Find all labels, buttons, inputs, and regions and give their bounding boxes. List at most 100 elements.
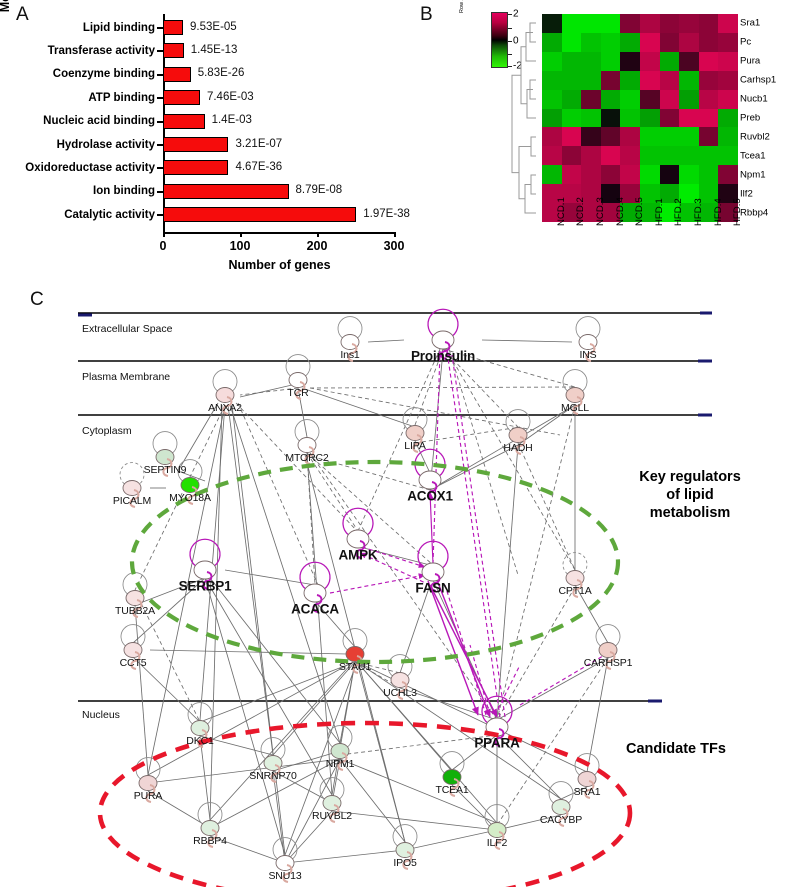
legend-gradient-bar [491,12,508,68]
heatmap-cell [620,89,640,109]
heatmap-cell [620,127,640,147]
heatmap-cell [620,165,640,185]
node-label-ins: INS [579,349,597,361]
node-label-tubb2a: TUBB2A [115,605,155,617]
annotation-candidate-tfs: Candidate TFs [626,741,726,757]
node-hadh[interactable] [505,409,531,455]
node-label-ilf2: ILF2 [486,837,508,849]
node-mtorc2[interactable] [294,419,320,465]
legend-title: Row Z-Score [459,0,465,13]
heatmap-cell [718,184,738,204]
node-ins[interactable] [575,316,601,362]
heatmap-row-label: Ruvbl2 [740,131,770,143]
legend-label-max: 2 [513,8,519,20]
annot-line: of lipid [666,487,714,503]
heatmap-row-label: Nucb1 [740,93,768,105]
bar [163,207,357,223]
self-loop [187,702,213,725]
compartment-label: Plasma Membrane [82,371,171,383]
node-shape [193,560,217,580]
node-tcr[interactable] [285,354,311,400]
heatmap-cell [581,70,601,90]
heatmap-cell [679,108,699,128]
node-anxa2[interactable] [212,369,238,415]
node-ins1[interactable] [337,316,363,362]
y-axis-tick [157,97,163,100]
node-uchl3[interactable] [387,654,413,700]
heatmap-cell [640,146,660,166]
node-lipa[interactable] [402,407,428,453]
panel-c-letter: C [30,289,44,310]
category-label: Catalytic activity [64,208,155,221]
node-label-rbbp4: RBBP4 [193,835,227,847]
heatmap-cell [561,165,582,185]
heatmap-cell [659,203,680,222]
heatmap-cell [679,14,699,33]
heatmap-cell [640,70,660,90]
enzyme-glyph [440,341,451,360]
enzyme-glyph [222,396,233,415]
category-label: Nucleic acid binding [43,115,155,128]
heatmap-cell [698,108,719,128]
x-axis-tick-label: 300 [383,239,405,253]
heatmap-cell [600,70,621,90]
y-axis-tick [157,167,163,170]
node-label-lipa: LIPA [404,440,426,452]
heatmap-cell [600,146,621,166]
pvalue-label: 9.53E-05 [190,20,237,33]
heatmap-cell [581,127,601,147]
pvalue-label: 7.46E-03 [206,90,254,103]
node-label-ruvbl2: RUVBL2 [312,810,352,822]
x-axis-tick-label: 200 [306,239,328,253]
heatmap-column-label: HFD.1 [653,198,665,226]
pvalue-label: 1.4E-03 [211,114,252,127]
heatmap-row-label: Carhsp1 [740,74,777,86]
heatmap-cell [679,146,699,166]
heatmap-cell [718,89,738,109]
bar [163,43,184,59]
node-proinsulin[interactable] [427,308,459,360]
panel-b-letter: B [420,4,433,25]
enzyme-glyph [412,434,423,453]
node-label-acaca: ACACA [291,601,339,617]
legend-label-mid: 0 [513,35,519,47]
heatmap-cell [659,184,680,204]
heatmap-row-label: Tcea1 [740,150,766,162]
heatmap-cell [581,165,601,185]
heatmap-cell [620,203,640,222]
heatmap-cell [600,32,621,52]
node-label-dkc1: DKC1 [186,735,214,747]
node-shape [303,583,327,603]
heatmap-cell [718,51,738,71]
node-mgll[interactable] [562,369,588,415]
heatmap-cell [679,184,699,204]
heatmap-column-label: HFD.4 [712,198,724,226]
heatmap-cell [581,89,601,109]
heatmap-cell [561,32,582,52]
heatmap-cell [620,32,640,52]
category-label: ATP binding [88,91,155,104]
node-label-myo18a: MYO18A [169,492,211,504]
node-label-npm1: NPM1 [325,758,355,770]
heatmap-cell [561,89,582,109]
annot-line: Key regulators [639,469,741,485]
heatmap-cell [581,32,601,52]
heatmap-cell [679,127,699,147]
category-label: Hydrolase activity [56,138,155,151]
compartment-label: Cytoplasm [82,425,132,437]
node-label-ins1: Ins1 [340,349,360,361]
bar [163,113,205,129]
row-dendrogram [511,22,536,214]
heatmap-cell [718,127,738,147]
edges-solid [132,339,609,864]
heatmap-cell [640,51,660,71]
heatmap-cell [542,70,562,90]
heatmap-cell [640,108,660,128]
heatmap-cell [640,184,660,204]
heatmap-cell [698,165,719,185]
heatmap-cell [640,127,660,147]
compartment-label: Nucleus [82,709,120,721]
pvalue-label: 3.21E-07 [235,137,283,150]
self-loop [294,419,320,442]
node-shape [421,562,445,582]
